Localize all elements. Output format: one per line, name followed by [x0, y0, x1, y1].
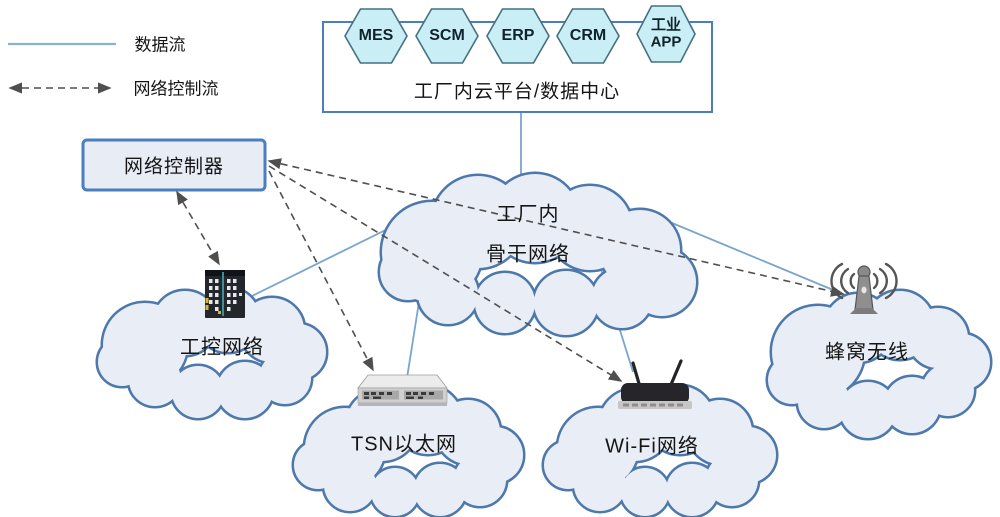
hexagon-erp-label: ERP	[501, 27, 535, 44]
hexagon-erp	[486, 8, 550, 64]
control-link-controller-cellular	[267, 158, 845, 297]
control-link-controller-ics	[176, 190, 220, 266]
app-hexagons	[344, 5, 696, 64]
control-link-controller-tsn	[268, 170, 374, 372]
control-flow-links	[176, 158, 845, 382]
control-link-controller-wifi	[268, 165, 623, 382]
wifi-router-icon	[618, 359, 692, 409]
legend-data-flow-label: 数据流	[134, 35, 186, 55]
backbone-label-line1: 工厂内	[496, 203, 560, 226]
network-controller-box	[81, 138, 267, 192]
hexagon-crm	[556, 8, 620, 64]
ics-network-label: 工控网络	[180, 336, 264, 359]
rack-server-icon	[357, 374, 448, 406]
cell-tower-icon	[830, 262, 898, 314]
hexagon-industrial-app	[636, 5, 696, 63]
legend-control-flow-label: 网络控制流	[133, 79, 219, 99]
hexagon-mes	[344, 8, 408, 64]
cellular-network-cloud	[768, 291, 990, 438]
hexagon-mes-label: MES	[358, 27, 394, 44]
plc-switch-icon	[205, 270, 245, 318]
backbone-label-line2: 骨干网络	[486, 243, 570, 266]
cloud-platform-label: 工厂内云平台/数据中心	[413, 81, 621, 103]
hexagon-crm-label: CRM	[569, 27, 607, 44]
tsn-network-label: TSN以太网	[351, 433, 457, 456]
hexagon-scm-label: SCM	[429, 27, 465, 44]
hexagon-industrial-app-label: 工业 APP	[650, 16, 682, 50]
cellular-network-label: 蜂窝无线	[825, 341, 909, 364]
hexagon-scm	[415, 8, 479, 64]
network-controller-label: 网络控制器	[123, 156, 225, 178]
wifi-network-label: Wi-Fi网络	[605, 435, 699, 458]
